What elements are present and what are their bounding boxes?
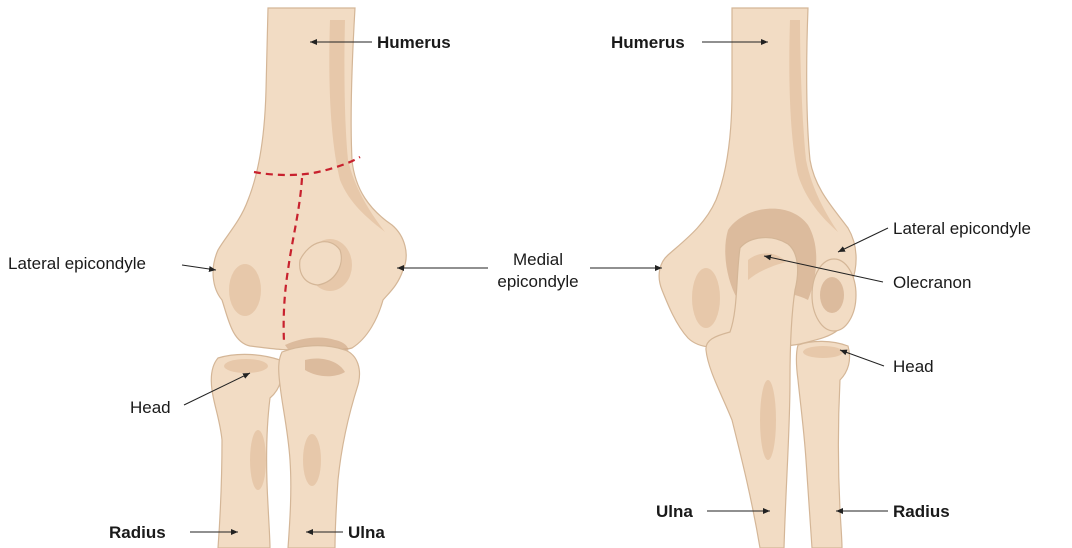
label-medial-epicondyle-line2: epicondyle (497, 272, 578, 291)
label-head-left: Head (130, 398, 171, 417)
anterior-radius-bone (211, 354, 282, 548)
anterior-radius-shading (250, 430, 266, 490)
posterior-ulna-shaft-shading (760, 380, 776, 460)
leader-lateral-epicondyle-left (182, 265, 216, 270)
anterior-ulna-shading (303, 434, 321, 486)
posterior-medial-shading (692, 268, 720, 328)
posterior-lateral-shading (820, 277, 844, 313)
label-humerus-right: Humerus (611, 33, 685, 52)
posterior-radius-bone (797, 341, 850, 548)
label-olecranon: Olecranon (893, 273, 971, 292)
labels: Humerus Lateral epicondyle Medial epicon… (8, 33, 1031, 542)
label-humerus-left: Humerus (377, 33, 451, 52)
label-radius-right: Radius (893, 502, 950, 521)
anterior-view (211, 8, 406, 548)
label-lateral-epicondyle-left: Lateral epicondyle (8, 254, 146, 273)
label-ulna-left: Ulna (348, 523, 385, 542)
label-medial-epicondyle-line1: Medial (513, 250, 563, 269)
posterior-view (659, 8, 856, 548)
anterior-lateral-shading (229, 264, 261, 316)
label-lateral-epicondyle-right: Lateral epicondyle (893, 219, 1031, 238)
label-head-right: Head (893, 357, 934, 376)
label-ulna-right: Ulna (656, 502, 693, 521)
posterior-radial-head-shading (803, 346, 843, 358)
anterior-radial-head-shading (224, 359, 268, 373)
label-radius-left: Radius (109, 523, 166, 542)
